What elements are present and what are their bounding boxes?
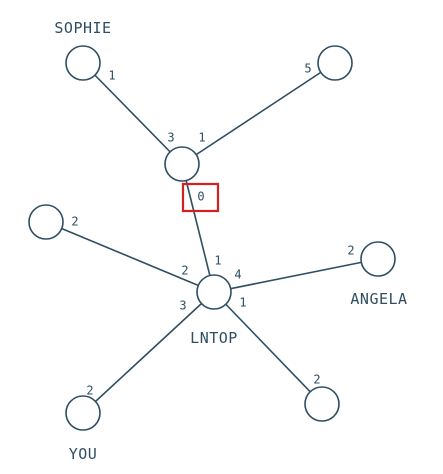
edge-value-left-lntop-to: 2 bbox=[181, 264, 188, 278]
edge-value-top-right-hub-upper-from: 5 bbox=[304, 62, 311, 76]
edge-value-bottom-right-lntop-to: 1 bbox=[239, 296, 246, 310]
edge-value-sophie-hub-upper-from: 1 bbox=[108, 69, 115, 83]
edge-value-hub-upper-lntop-from: 0 bbox=[197, 190, 204, 204]
edge-hub-upper-lntop bbox=[181, 163, 215, 293]
edges-layer bbox=[45, 62, 379, 414]
nodes-layer bbox=[28, 45, 396, 431]
node-label-sophie: SOPHIE bbox=[54, 19, 111, 37]
edge-value-left-lntop-from: 2 bbox=[71, 215, 78, 229]
node-label-angela: ANGELA bbox=[350, 290, 407, 308]
node-lntop[interactable] bbox=[196, 274, 232, 310]
edge-value-angela-lntop-from: 2 bbox=[347, 244, 354, 258]
edge-sophie-hub-upper bbox=[82, 62, 183, 165]
edge-bottom-right-lntop bbox=[213, 291, 323, 405]
edge-value-you-lntop-to: 3 bbox=[179, 299, 186, 313]
node-label-lntop: LNTOP bbox=[190, 329, 238, 347]
node-left[interactable] bbox=[28, 204, 64, 240]
node-you[interactable] bbox=[65, 395, 101, 431]
edge-angela-lntop bbox=[213, 258, 379, 293]
node-hub-upper[interactable] bbox=[164, 146, 200, 182]
node-top-right[interactable] bbox=[317, 45, 353, 81]
edge-you-lntop bbox=[82, 291, 215, 414]
node-bottom-right[interactable] bbox=[304, 386, 340, 422]
edge-value-sophie-hub-upper-to: 3 bbox=[167, 131, 174, 145]
labels-layer: SOPHIE LNTOP ANGELA YOU 1 3 5 1 0 1 2 2 2 4 2 3 2 1 bbox=[54, 19, 407, 463]
highlight-box bbox=[181, 182, 220, 213]
node-angela[interactable] bbox=[360, 241, 396, 277]
edge-value-hub-upper-lntop-to: 1 bbox=[214, 254, 221, 268]
edge-top-right-hub-upper bbox=[181, 62, 336, 165]
edge-value-top-right-hub-upper-to: 1 bbox=[198, 131, 205, 145]
node-sophie[interactable] bbox=[65, 45, 101, 81]
node-label-you: YOU bbox=[69, 445, 98, 463]
edge-value-bottom-right-lntop-from: 2 bbox=[313, 373, 320, 387]
edge-left-lntop bbox=[45, 221, 215, 293]
edge-value-angela-lntop-to: 4 bbox=[234, 268, 241, 282]
edge-value-you-lntop-from: 2 bbox=[86, 384, 93, 398]
